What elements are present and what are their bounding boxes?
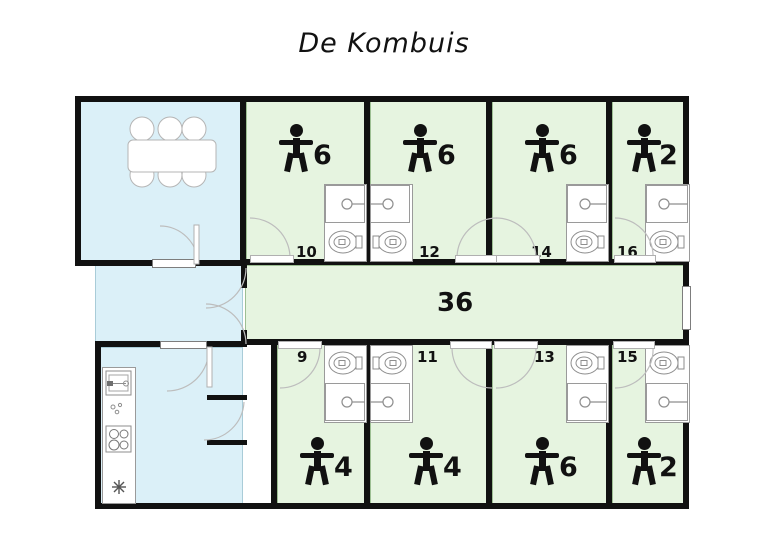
room-number-12: 12 bbox=[419, 243, 440, 261]
hallway bbox=[95, 263, 243, 345]
hallway-jamb-upper bbox=[207, 440, 247, 445]
door-hallway-south[interactable] bbox=[200, 300, 248, 346]
door-bedroom-15[interactable] bbox=[613, 346, 655, 390]
corridor-label: 36 bbox=[437, 288, 474, 318]
stove-icon bbox=[105, 425, 132, 453]
room-number-9: 9 bbox=[297, 348, 308, 366]
room-number-11: 11 bbox=[417, 348, 438, 366]
room-number-10: 10 bbox=[296, 243, 317, 261]
door-leaf-10 bbox=[250, 255, 294, 263]
washbasin-icon bbox=[325, 185, 365, 223]
hallway-east-wall-mid bbox=[241, 278, 247, 288]
partition-14-16 bbox=[606, 96, 612, 264]
page-title: De Kombuis bbox=[298, 28, 470, 59]
door-leaf-9 bbox=[278, 341, 322, 349]
person-icon bbox=[403, 124, 437, 173]
door-kitchen-east[interactable] bbox=[200, 400, 246, 442]
fridge-icon bbox=[112, 480, 126, 494]
exterior-wall-bottom bbox=[95, 503, 689, 509]
person-icon bbox=[627, 124, 661, 173]
toilet-icon bbox=[649, 351, 685, 375]
washbasin-icon bbox=[370, 383, 410, 421]
washbasin-icon bbox=[567, 383, 607, 421]
capacity-12: 6 bbox=[437, 140, 456, 171]
kitchen-utensils-icon bbox=[110, 402, 123, 415]
partition-9-11 bbox=[364, 341, 370, 509]
capacity-10: 6 bbox=[313, 140, 332, 171]
door-bedroom-13[interactable] bbox=[494, 346, 538, 390]
hallway-east-wall-lower bbox=[241, 330, 247, 346]
toilet-icon bbox=[372, 351, 407, 375]
washbasin-icon bbox=[567, 185, 607, 223]
partition-11-13 bbox=[486, 341, 492, 509]
hallway-east-wall-upper bbox=[241, 266, 247, 278]
toilet-icon bbox=[328, 351, 363, 375]
door-bedroom-10[interactable] bbox=[248, 216, 292, 260]
door-leaf-14 bbox=[496, 255, 540, 263]
capacity-14: 6 bbox=[559, 140, 578, 171]
door-dining-room[interactable] bbox=[148, 222, 200, 266]
window-corridor-east bbox=[682, 286, 691, 330]
door-leaf-16 bbox=[614, 255, 656, 263]
room-number-15: 15 bbox=[617, 348, 638, 366]
door-bedroom-16[interactable] bbox=[613, 216, 655, 260]
washbasin-icon bbox=[646, 185, 688, 223]
washbasin-icon bbox=[370, 185, 410, 223]
capacity-9: 4 bbox=[334, 452, 353, 483]
partition-12-14 bbox=[486, 96, 492, 264]
toilet-icon bbox=[570, 351, 605, 375]
person-icon bbox=[525, 124, 559, 173]
exterior-wall-left-lower bbox=[95, 341, 101, 509]
person-icon bbox=[409, 437, 443, 486]
door-leaf-15 bbox=[613, 341, 655, 349]
person-icon bbox=[525, 437, 559, 486]
door-leaf-12 bbox=[455, 255, 497, 263]
washbasin-icon bbox=[325, 383, 365, 421]
partition-corridor-west-lower bbox=[271, 341, 277, 509]
door-bedroom-14[interactable] bbox=[494, 216, 538, 260]
door-bedroom-11[interactable] bbox=[450, 346, 494, 390]
capacity-16: 2 bbox=[659, 140, 678, 171]
hallway-kitchen-jamb bbox=[207, 395, 247, 400]
dining-table-group bbox=[127, 116, 217, 188]
toilet-icon bbox=[570, 230, 605, 254]
person-icon bbox=[279, 124, 313, 173]
partition-13-15 bbox=[606, 341, 612, 509]
door-hallway-north[interactable] bbox=[200, 266, 248, 312]
door-leaf-13 bbox=[494, 341, 538, 349]
capacity-13: 6 bbox=[559, 452, 578, 483]
person-icon bbox=[300, 437, 334, 486]
room-number-13: 13 bbox=[534, 348, 555, 366]
door-leaf-11 bbox=[450, 341, 492, 349]
capacity-11: 4 bbox=[443, 452, 462, 483]
door-bedroom-12[interactable] bbox=[455, 216, 499, 260]
capacity-15: 2 bbox=[659, 452, 678, 483]
partition-corridor-west bbox=[240, 96, 246, 264]
partition-10-12 bbox=[364, 96, 370, 264]
door-kitchen-north[interactable] bbox=[165, 346, 213, 395]
exterior-wall-left-upper bbox=[75, 96, 81, 266]
person-icon bbox=[627, 437, 661, 486]
kitchen-sink-icon bbox=[105, 370, 132, 396]
door-bedroom-9[interactable] bbox=[278, 346, 322, 390]
central-corridor bbox=[245, 265, 685, 341]
toilet-icon bbox=[372, 230, 407, 254]
exterior-wall-top bbox=[75, 96, 689, 102]
toilet-icon bbox=[328, 230, 363, 254]
washbasin-icon bbox=[646, 383, 688, 421]
window-kitchen-north bbox=[160, 341, 207, 349]
